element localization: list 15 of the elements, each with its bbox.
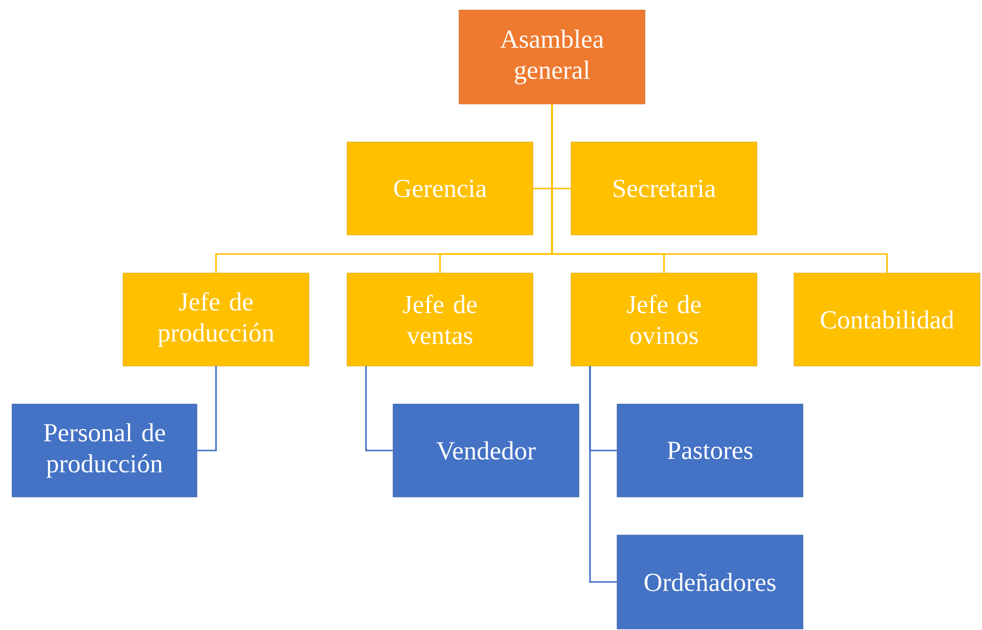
- connector-line: [589, 366, 617, 583]
- org-box: Pastores: [616, 404, 804, 498]
- org-box: Secretaria: [570, 142, 758, 236]
- org-box: Gerencia: [346, 142, 534, 236]
- org-box: Asamblea general: [458, 10, 646, 104]
- org-box: Jefe de ventas: [346, 272, 534, 366]
- org-box: Vendedor: [392, 404, 580, 498]
- org-box: Contabilidad: [794, 272, 980, 366]
- org-box: Personal de producción: [12, 404, 198, 498]
- org-box: Jefe de ovinos: [570, 272, 758, 366]
- connector-line: [551, 104, 888, 273]
- org-box: Ordeñadores: [616, 534, 804, 630]
- connector-line: [197, 366, 217, 452]
- org-box: Jefe de producción: [122, 272, 310, 366]
- connector-line: [365, 366, 393, 452]
